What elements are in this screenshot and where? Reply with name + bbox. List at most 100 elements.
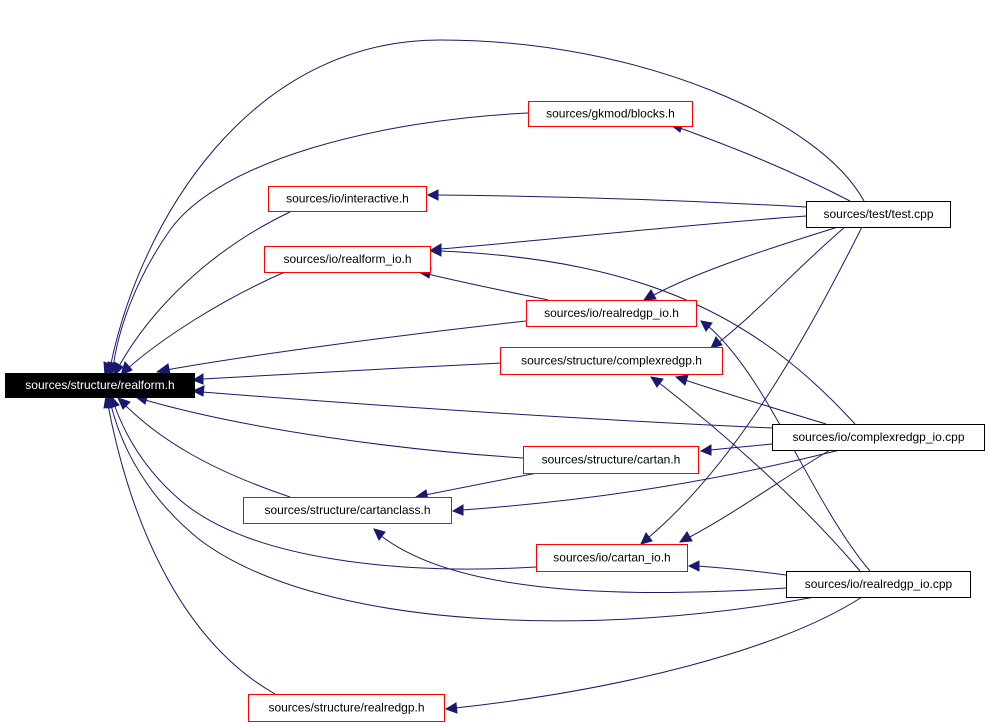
edge-line bbox=[144, 399, 524, 459]
node-label: sources/structure/cartanclass.h bbox=[264, 503, 430, 517]
node-box bbox=[268, 186, 427, 212]
edge-complexredgp-io-cpp-to-realform-io bbox=[429, 245, 856, 425]
node-box bbox=[264, 246, 431, 273]
edge-arrowhead bbox=[678, 531, 693, 543]
edge-cartanclass-to-realform bbox=[117, 397, 291, 498]
edge-line bbox=[113, 403, 537, 570]
edge-realform-io-to-realform bbox=[120, 271, 286, 376]
edge-arrowhead bbox=[117, 397, 131, 410]
edge-cartan-to-cartanclass bbox=[414, 471, 544, 501]
edge-realredgp-to-realform bbox=[103, 394, 276, 695]
node-complexredgp-h[interactable]: sources/structure/complexredgp.h bbox=[500, 347, 723, 375]
edge-arrowhead bbox=[710, 336, 723, 349]
node-box bbox=[248, 694, 445, 722]
edge-line bbox=[657, 381, 861, 572]
edge-line bbox=[687, 449, 831, 539]
edge-line bbox=[112, 112, 529, 369]
edge-line bbox=[439, 215, 807, 250]
graph-nodes: sources/structure/realform.h sources/gkm… bbox=[5, 101, 985, 722]
node-test-cpp[interactable]: sources/test/test.cpp bbox=[806, 201, 951, 228]
edge-realredgp-io-cpp-to-realredgp bbox=[444, 596, 863, 714]
edge-line bbox=[697, 565, 787, 576]
edge-arrowhead bbox=[640, 532, 653, 545]
edge-line bbox=[436, 194, 807, 208]
edge-realredgp-io-h-to-realform-io bbox=[417, 267, 549, 301]
edge-complexredgp-io-cpp-to-realform bbox=[191, 385, 773, 429]
edge-line bbox=[647, 226, 863, 539]
edge-arrowhead bbox=[650, 376, 664, 388]
edge-realredgp-io-cpp-to-complexredgp bbox=[650, 376, 861, 572]
node-realredgp-io-cpp[interactable]: sources/io/realredgp_io.cpp bbox=[786, 571, 971, 598]
node-label: sources/structure/cartan.h bbox=[542, 453, 681, 467]
edge-line bbox=[379, 534, 787, 594]
edge-blocks-to-realform bbox=[107, 112, 529, 378]
node-realform-io-h[interactable]: sources/io/realform_io.h bbox=[264, 246, 431, 273]
node-box bbox=[806, 201, 951, 228]
node-label: sources/structure/realredgp.h bbox=[268, 701, 424, 715]
edge-line bbox=[123, 403, 291, 498]
edge-line bbox=[679, 127, 851, 202]
node-realredgp-io-h[interactable]: sources/io/realredgp_io.h bbox=[526, 300, 697, 327]
edge-line bbox=[201, 391, 773, 429]
edge-realredgp-io-cpp-to-realform bbox=[106, 394, 831, 622]
node-box bbox=[536, 544, 688, 572]
node-box bbox=[772, 424, 985, 451]
node-interactive-h[interactable]: sources/io/interactive.h bbox=[268, 186, 427, 212]
edge-line bbox=[717, 226, 846, 344]
node-cartan-h[interactable]: sources/structure/cartan.h bbox=[523, 446, 699, 474]
edge-realredgp-io-cpp-to-cartan-io bbox=[687, 560, 787, 576]
edge-arrowhead bbox=[426, 189, 439, 201]
edge-arrowhead bbox=[103, 394, 114, 409]
edge-complexredgp-io-cpp-to-cartan bbox=[699, 443, 773, 456]
edge-test-cpp-to-complexredgp bbox=[710, 226, 846, 349]
node-box bbox=[786, 571, 971, 598]
edge-arrowhead bbox=[120, 360, 133, 376]
edge-arrowhead bbox=[700, 320, 713, 332]
node-box bbox=[243, 497, 452, 524]
node-box bbox=[528, 101, 693, 127]
node-box bbox=[5, 373, 195, 398]
edge-arrowhead bbox=[444, 702, 458, 714]
edge-line bbox=[709, 443, 773, 451]
edge-arrowhead bbox=[674, 374, 689, 386]
edge-test-cpp-to-interactive bbox=[426, 189, 807, 208]
node-label: sources/io/complexredgp_io.cpp bbox=[792, 430, 964, 444]
node-cartanclass-h[interactable]: sources/structure/cartanclass.h bbox=[243, 497, 452, 524]
edge-arrowhead bbox=[191, 373, 204, 385]
node-label: sources/io/realform_io.h bbox=[283, 252, 411, 266]
edge-arrowhead bbox=[699, 444, 712, 456]
edge-line bbox=[110, 404, 831, 622]
edge-line bbox=[117, 211, 291, 369]
edge-line bbox=[427, 273, 549, 301]
edge-line bbox=[109, 39, 865, 369]
edge-arrowhead bbox=[155, 363, 171, 375]
node-realform-h[interactable]: sources/structure/realform.h bbox=[5, 373, 195, 398]
node-label: sources/io/realredgp_io.h bbox=[544, 306, 679, 320]
node-box bbox=[526, 300, 697, 327]
edge-arrowhead bbox=[642, 289, 657, 301]
edge-arrowhead bbox=[113, 361, 124, 378]
edge-line bbox=[439, 250, 856, 425]
edge-test-cpp-to-realredgp-io-h bbox=[642, 226, 839, 301]
edge-complexredgp-io-cpp-to-cartan-io bbox=[678, 449, 831, 543]
edge-line bbox=[684, 379, 827, 425]
node-label: sources/io/interactive.h bbox=[286, 192, 409, 206]
edge-test-cpp-to-cartan-io bbox=[640, 226, 863, 545]
edge-test-cpp-to-realform-io bbox=[429, 215, 807, 255]
node-blocks-h[interactable]: sources/gkmod/blocks.h bbox=[528, 101, 693, 127]
edge-cartan-io-to-realform bbox=[109, 394, 537, 570]
node-cartan-io-h[interactable]: sources/io/cartan_io.h bbox=[536, 544, 688, 572]
edge-complexredgp-io-cpp-to-cartanclass bbox=[451, 449, 841, 516]
edge-arrowhead bbox=[373, 528, 386, 541]
node-box bbox=[523, 446, 699, 474]
edge-line bbox=[201, 362, 503, 380]
edge-arrowhead bbox=[451, 504, 464, 516]
edge-arrowhead bbox=[191, 385, 205, 397]
node-complexredgp-io-cpp[interactable]: sources/io/complexredgp_io.cpp bbox=[772, 424, 985, 451]
graph-edges bbox=[103, 39, 871, 714]
edge-complexredgp-to-realform bbox=[191, 362, 503, 385]
node-realredgp-h[interactable]: sources/structure/realredgp.h bbox=[248, 694, 445, 722]
node-label: sources/structure/complexredgp.h bbox=[521, 354, 702, 368]
edge-line bbox=[461, 449, 841, 511]
